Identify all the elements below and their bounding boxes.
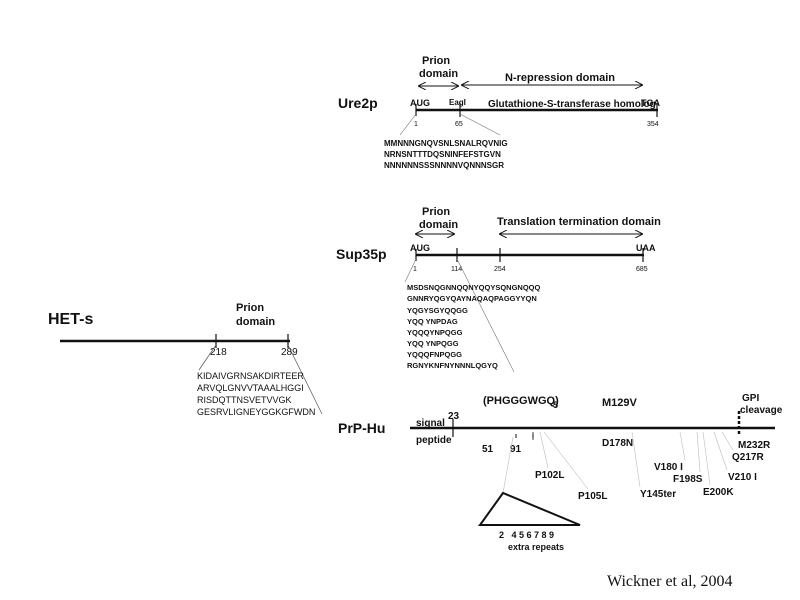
prp-mut-p105l: P105L (578, 491, 607, 502)
sup35p-uaa-label: UAA (636, 243, 656, 253)
sup35p-aug-label: AUG (410, 243, 430, 253)
ure2p-n-repression-label: N-repression domain (505, 72, 615, 84)
sup35p-zoom-line-right (456, 258, 515, 373)
prp-leader-p105l (543, 431, 589, 490)
sup35p-prion-label-1: Prion (422, 206, 450, 218)
hets-prion-label-2: domain (236, 316, 275, 328)
sup35p-prion-label-2: domain (419, 219, 458, 231)
prp-name: PrP-Hu (338, 420, 385, 436)
prp-pos-91: 91 (510, 444, 522, 455)
prp-group: (PHGGGWGQ) 5 M129V GPI cleavage signal p… (338, 393, 783, 552)
sup35p-seq-line-3: YQGYSGYQQGG (407, 306, 468, 315)
hets-name: HET-s (48, 311, 93, 328)
sup35p-seq-line-4: YQQ YNPDAG (407, 317, 458, 326)
sup35p-seq-line-5: YQQQYNPQGG (407, 328, 463, 337)
prp-leader-f198s (696, 431, 701, 473)
hets-prion-label-1: Prion (236, 302, 264, 314)
ure2p-seq-line-3: NNNNNNSSSNNNNVQNNNSGR (384, 161, 504, 170)
sup35p-seq-line-8: RGNYKNFNYNNNLQGYQ (407, 361, 498, 370)
ure2p-pos-65: 65 (455, 121, 463, 128)
prp-repeat-leader (502, 436, 514, 494)
hets-pos-218: 218 (210, 347, 227, 358)
sup35p-pos-114: 114 (451, 266, 462, 273)
hets-seq-line-3: RISDQTTNSVETVVGK (197, 395, 292, 405)
sup35p-pos-254: 254 (494, 266, 506, 273)
prp-leader-p102l (539, 431, 549, 469)
sup35p-seq-line-2: GNNRYQGYQAYNAQAQPAGGYYQN (407, 294, 537, 303)
ure2p-group: Prion domain N-repression domain Ure2p A… (338, 55, 660, 170)
prp-gpi-label-1: GPI (742, 393, 759, 404)
prp-leader-q217r (721, 431, 734, 451)
prp-leader-y145ter (631, 431, 641, 488)
ure2p-seq-line-1: MMNNNGNQVSNLSNALRQVNIG (384, 139, 508, 148)
ure2p-pos-1: 1 (414, 121, 418, 128)
prp-pos-23: 23 (448, 411, 460, 422)
prp-mut-d178n: D178N (602, 438, 633, 449)
prp-pos-51: 51 (482, 444, 494, 455)
prp-mut-v180i: V180 I (654, 462, 683, 473)
prp-leader-v210i (713, 431, 728, 471)
ure2p-prion-label-1: Prion (422, 55, 450, 67)
citation: Wickner et al, 2004 (607, 573, 733, 590)
sup35p-seq-line-7: YQQQFNPQGG (407, 350, 462, 359)
prp-leader-v180i (679, 431, 686, 461)
prp-gpi-label-2: cleavage (740, 405, 783, 416)
sup35p-translation-label: Translation termination domain (497, 216, 661, 228)
ure2p-tga-label: TGA (641, 98, 660, 108)
sup35p-zoom-line-left (404, 258, 417, 283)
prp-mut-v210i: V210 I (728, 472, 757, 483)
prp-extra-repeats-label: extra repeats (508, 542, 564, 552)
hets-zoom-line-left (198, 344, 217, 371)
prp-signal-label-2: peptide (416, 435, 452, 446)
ure2p-aug-label: AUG (410, 98, 430, 108)
sup35p-seq-line-6: YQQ YNPQGG (407, 339, 459, 348)
sup35p-group: Prion domain Translation termination dom… (336, 206, 661, 373)
ure2p-zoom-line-right (459, 113, 501, 136)
ure2p-seq-line-2: NRNSNTTTDQSNINFEFSTGVN (384, 150, 501, 159)
hets-seq-line-2: ARVQLGNVVTAAALHGGI (197, 383, 304, 393)
prp-mut-y145ter: Y145ter (640, 489, 676, 500)
prp-m129v-label: M129V (602, 397, 638, 409)
prp-mut-p102l: P102L (535, 470, 564, 481)
prp-repeat-subscript: 5 (553, 400, 558, 410)
ure2p-prion-label-2: domain (419, 68, 458, 80)
prp-repeat-label: (PHGGGWGQ) (483, 395, 559, 407)
prp-mut-e200k: E200K (703, 487, 734, 498)
prp-mut-f198s: F198S (673, 474, 703, 485)
ure2p-gst-label: Glutathione-S-transferase homolog (488, 99, 656, 110)
prp-mut-q217r: Q217R (732, 452, 764, 463)
hets-pos-289: 289 (281, 347, 298, 358)
hets-seq-line-1: KIDAIVGRNSAKDIRTEER (197, 371, 304, 381)
prp-signal-label-1: signal (416, 418, 445, 429)
ure2p-name: Ure2p (338, 95, 378, 111)
hets-zoom-line-right (287, 344, 323, 415)
hets-group: HET-s Prion domain 218 289 KIDAIVGRNSAKD… (48, 302, 323, 417)
sup35p-pos-1: 1 (413, 266, 417, 273)
sup35p-name: Sup35p (336, 246, 387, 262)
hets-seq-line-4: GESRVLIGNEYGGKGFWDN (197, 407, 315, 417)
prp-extra-repeats-triangle (478, 491, 581, 526)
prp-mut-m232r: M232R (738, 440, 771, 451)
sup35p-seq-line-1: MSDSNQGNNQQNYQQYSQNGNQQQ (407, 283, 541, 292)
prp-leader-e200k (702, 431, 711, 486)
ure2p-zoom-line-left (399, 113, 417, 136)
prp-extra-repeat-numbers: 2 4 5 6 7 8 9 (499, 530, 554, 540)
ure2p-pos-354: 354 (647, 121, 659, 128)
sup35p-pos-685: 685 (636, 266, 648, 273)
ure2p-eagi-label: EagI (449, 98, 466, 107)
